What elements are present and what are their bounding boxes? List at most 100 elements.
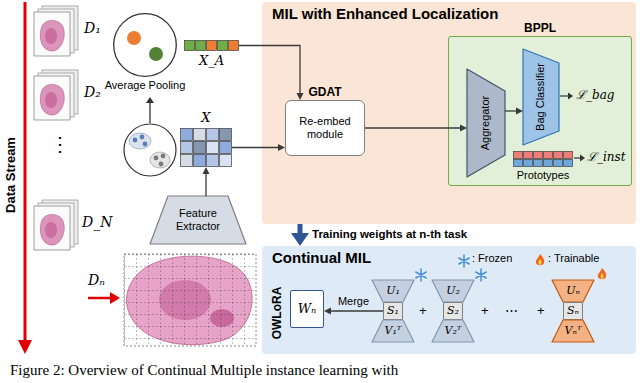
aggregator: Aggregator [467, 69, 505, 177]
instance-dot [161, 154, 166, 159]
stream-label: Data Stream [3, 137, 19, 213]
ellipsis: ⋯ [505, 303, 518, 319]
legend-text: : Frozen [472, 252, 512, 265]
classifier-label: Bag Classifier [534, 63, 547, 131]
module-title: BPPL [524, 21, 556, 35]
vector-cell [217, 40, 227, 50]
vector-cell [219, 128, 231, 140]
cluster [129, 133, 151, 149]
module-title: GDAT [308, 85, 341, 99]
matrix-name: S₁ [387, 304, 399, 317]
connector-line [205, 173, 206, 196]
pooled-dot [127, 31, 141, 45]
lora-down: U₁ [372, 280, 414, 302]
connector [203, 167, 210, 196]
connector-line [232, 147, 279, 148]
vector-cell [513, 159, 522, 166]
lora-scale: S₂ [443, 302, 463, 319]
vector-cell [193, 141, 205, 153]
dataset-label: D_N [82, 214, 112, 231]
pooling-label: Average Pooling [105, 79, 186, 92]
vector-cells [180, 128, 232, 167]
edge-label: Merge [338, 295, 369, 308]
module-label: Re-embed module [292, 115, 358, 141]
matrix-name: Uₙ [566, 284, 580, 297]
vector-cell [523, 151, 532, 158]
vector-cell [219, 154, 231, 166]
region-title: Continual MIL [272, 249, 371, 267]
vector-cell [219, 141, 231, 153]
connector [291, 224, 309, 246]
aggregator-label: Aggregator [479, 96, 492, 150]
method-label: OWLoRA [270, 287, 284, 340]
vector-cell [184, 40, 194, 50]
vector-cells [513, 151, 573, 167]
vector-cell [206, 128, 218, 140]
cluster-circle [124, 124, 176, 176]
trapezoid-outline [523, 49, 559, 145]
matrix-name: Vₙᵀ [564, 324, 581, 337]
input-arrow [88, 297, 111, 300]
ellipsis: ⋮ [50, 132, 70, 156]
lora-up: V₂ᵀ [432, 320, 474, 342]
instance-dot [159, 162, 164, 167]
weight-label: Wₙ [298, 301, 317, 317]
plus-sign: + [419, 303, 427, 319]
pooling-arrowhead [146, 97, 154, 103]
instance-dot [133, 138, 138, 143]
extractor-label: Feature Extractor [167, 207, 229, 233]
vector-cell [563, 159, 572, 166]
lora-down: U₂ [432, 280, 474, 302]
flame-core [601, 273, 604, 279]
vector-cell [206, 154, 218, 166]
vector-cell [523, 159, 532, 166]
reembed-box: GDATRe-embed module [285, 100, 365, 156]
pooling-circle: Average Pooling [113, 13, 177, 77]
vector-label: X_A [199, 53, 224, 69]
matrix-name: S₂ [447, 304, 459, 317]
dataset-label: Dₙ [88, 272, 105, 289]
vector-cell [533, 159, 542, 166]
lora-scale: S₁ [383, 302, 403, 319]
trapezoid-outline [432, 320, 474, 342]
vector-cell [180, 128, 192, 140]
matrix-name: U₁ [386, 284, 400, 297]
matrix-name: V₂ᵀ [445, 324, 462, 337]
slide-stack [34, 6, 78, 56]
vector-cell [206, 141, 218, 153]
slide-stack [34, 200, 78, 250]
vector-cell [513, 151, 522, 158]
edge-label: Training weights at n-th task [312, 228, 467, 242]
trapezoid-outline [552, 320, 594, 342]
vector-cell [193, 154, 205, 166]
prototype-label: Prototypes [517, 169, 570, 182]
lora-up: V₁ᵀ [372, 320, 414, 342]
matrix-name: U₂ [446, 284, 460, 297]
dataset-label: D₁ [84, 20, 101, 37]
figure-caption: Figure 2: Overview of Continual Multiple… [10, 361, 398, 379]
connector-line [505, 110, 517, 111]
instance-dot [143, 142, 148, 147]
vector-cell [543, 151, 552, 158]
input-arrowhead [110, 292, 120, 304]
instance-dot [154, 156, 159, 161]
vector-cells [184, 40, 239, 51]
vector-cell [195, 40, 205, 50]
bag-classifier: Bag Classifier [523, 49, 559, 145]
trapezoid-outline [467, 69, 505, 177]
region-title: MIL with Enhanced Localization [272, 5, 498, 23]
pooled-vector: X_A [184, 40, 239, 51]
loss-label: ℒ_bag [576, 88, 615, 102]
lora-scale: Sₙ [563, 302, 583, 319]
vector-cell [553, 151, 562, 158]
vector-cell [180, 154, 192, 166]
plus-sign: + [537, 303, 545, 319]
dataset-label: D₂ [84, 84, 101, 101]
trapezoid-outline [372, 320, 414, 342]
lora-down: Uₙ [552, 280, 594, 302]
slide-stack [34, 70, 78, 120]
loss-arrow [560, 95, 568, 96]
stream-arrow [24, 2, 27, 342]
vector-cell [206, 40, 216, 50]
